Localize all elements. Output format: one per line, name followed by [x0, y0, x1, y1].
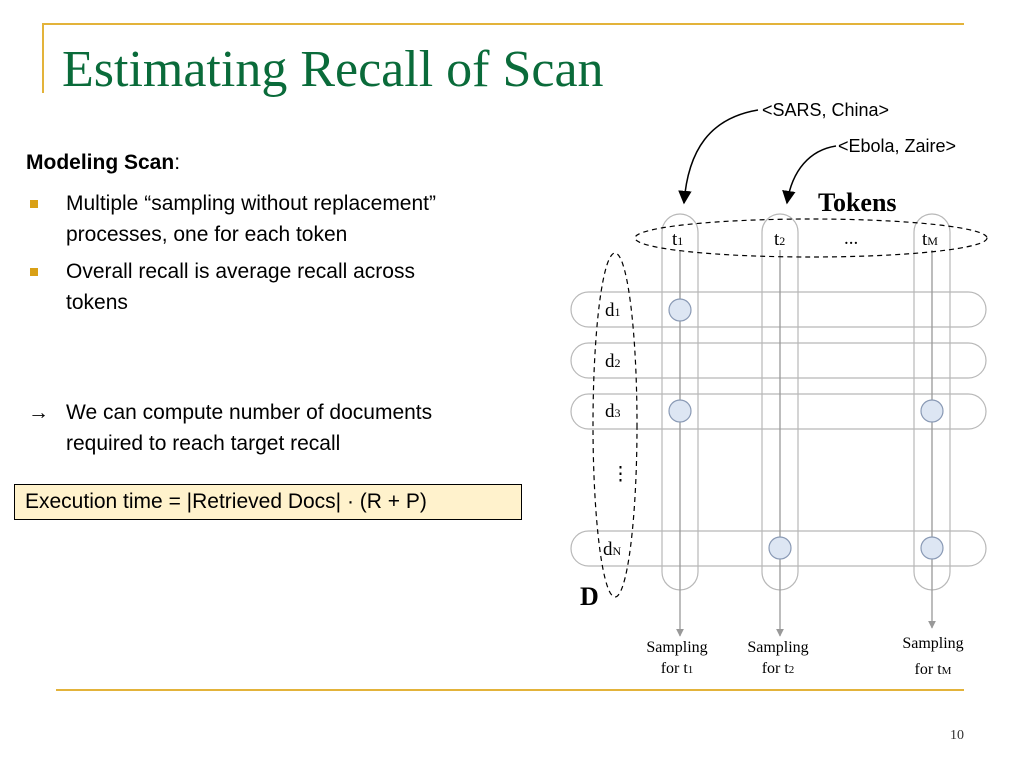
token-label-2: t2	[774, 229, 785, 250]
heading-bold: Modeling Scan	[26, 151, 175, 174]
sampling-label-2-line-2: for t2	[762, 660, 795, 677]
sample-circle-tm-d3	[920, 399, 944, 423]
doc-row-pill-1	[570, 291, 987, 328]
doc-n-sub: N	[613, 544, 622, 558]
doc-3-sub: 3	[615, 406, 621, 420]
heading-colon: :	[174, 151, 181, 174]
arrow-glyph: →	[28, 401, 49, 424]
sampling-1-sub: 1	[688, 664, 694, 676]
execution-time-box: Execution time = |Retrieved Docs| · (R +…	[14, 484, 522, 520]
bullet-marker-2	[30, 268, 38, 276]
doc-label-2: d2	[605, 351, 621, 372]
document-set-label: D	[580, 582, 599, 611]
top-rule	[42, 23, 964, 25]
sample-circle-t1-d1	[668, 298, 692, 322]
sample-circle-tm-dn	[920, 536, 944, 560]
annotation-label-1: <SARS, China>	[762, 100, 889, 120]
token-m-base: t	[922, 229, 928, 250]
token-ellipsis: ...	[844, 228, 858, 249]
slide-title: Estimating Recall of Scan	[62, 41, 604, 98]
doc-3-base: d	[605, 401, 615, 422]
sampling-label-1-line-2: for t1	[661, 660, 694, 677]
bullet-marker-1	[30, 200, 38, 208]
page-number: 10	[950, 728, 964, 743]
bullet-2: Overall recall is average recall across …	[66, 256, 536, 318]
doc-1-base: d	[605, 300, 615, 321]
doc-label-n: dN	[603, 539, 622, 560]
token-label-m: tM	[922, 229, 938, 250]
token-labels: t1 t2 ... tM	[672, 228, 938, 250]
token-2-base: t	[774, 229, 780, 250]
sampling-2-prefix: for t	[762, 660, 790, 677]
doc-row-pill-2	[570, 342, 987, 379]
doc-row-pills	[570, 291, 987, 567]
token-1-sub: 1	[677, 234, 683, 248]
bullet-2-line-2: tokens	[66, 291, 128, 314]
sample-circle-t2-dn	[768, 536, 792, 560]
bullet-2-line-1: Overall recall is average recall across	[66, 260, 415, 283]
doc-label-1: d1	[605, 300, 621, 321]
tokens-title: Tokens	[818, 188, 897, 217]
documents-dashed-ellipse	[592, 252, 638, 598]
token-2-sub: 2	[779, 234, 785, 248]
token-label-1: t1	[672, 229, 683, 250]
sampling-m-prefix: for t	[915, 661, 943, 678]
section-heading: Modeling Scan:	[26, 151, 180, 175]
bullet-1: Multiple “sampling without replacement” …	[66, 188, 536, 250]
sampling-label-1-line-1: Sampling	[646, 639, 707, 656]
annotation-label-2: <Ebola, Zaire>	[838, 136, 956, 156]
sampling-label-2-line-1: Sampling	[747, 639, 808, 656]
conclusion-line-2: required to reach target recall	[66, 432, 341, 455]
token-column-pills	[661, 213, 951, 591]
sampling-2-sub: 2	[789, 664, 795, 676]
conclusion: We can compute number of documents requi…	[66, 397, 536, 459]
token-1-base: t	[672, 229, 678, 250]
sampling-labels: Sampling for t1 Sampling for t2 Sampling…	[646, 635, 963, 678]
doc-2-base: d	[605, 351, 615, 372]
doc-1-sub: 1	[615, 305, 621, 319]
title-left-rule	[42, 23, 44, 93]
bullet-1-line-1: Multiple “sampling without replacement”	[66, 192, 436, 215]
sampling-arrows	[676, 250, 936, 637]
sample-circle-t1-d3	[668, 399, 692, 423]
bullet-1-line-2: processes, one for each token	[66, 223, 348, 246]
doc-row-pill-3	[570, 393, 987, 430]
bottom-rule	[56, 689, 964, 691]
sampled-circles	[668, 298, 944, 560]
conclusion-line-1: We can compute number of documents	[66, 401, 433, 424]
annotation-arrow-1	[678, 109, 759, 205]
doc-2-sub: 2	[615, 356, 621, 370]
sampling-label-m-line-2: for tM	[915, 661, 952, 678]
token-m-sub: M	[927, 234, 938, 248]
sampling-m-sub: M	[942, 665, 952, 677]
sampling-label-m-line-1: Sampling	[902, 635, 963, 652]
doc-row-pill-n	[570, 530, 987, 567]
annotation-arrow-2	[782, 145, 837, 205]
doc-ellipsis: ⋮	[611, 464, 630, 485]
doc-label-3: d3	[605, 401, 621, 422]
sampling-1-prefix: for t	[661, 660, 689, 677]
tokens-dashed-ellipse	[634, 218, 988, 258]
document-labels: d1 d2 d3 ⋮ dN	[603, 300, 630, 560]
doc-n-base: d	[603, 539, 613, 560]
